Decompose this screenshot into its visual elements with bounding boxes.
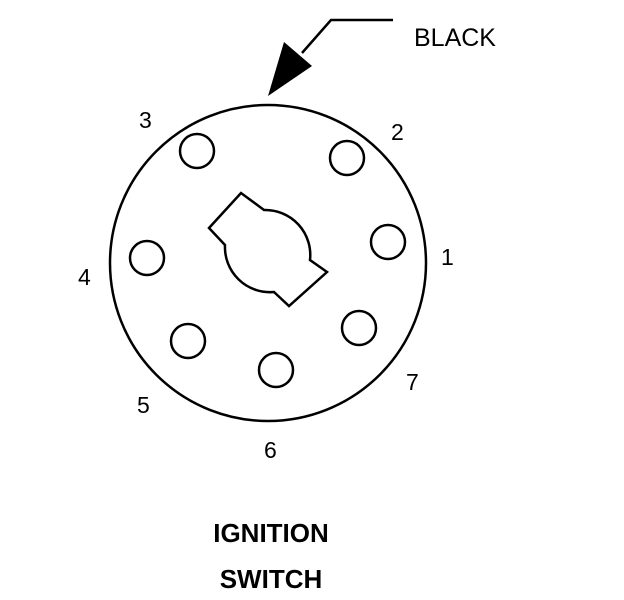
- black-wire-arrowhead: [268, 42, 312, 96]
- terminal-hole-5: [169, 322, 207, 360]
- caption-line-1: IGNITION: [213, 518, 329, 548]
- caption-line-2: SWITCH: [220, 564, 323, 594]
- terminal-hole-3: [178, 132, 216, 170]
- pin-label-3: 3: [139, 107, 152, 133]
- pin-label-7: 7: [406, 369, 419, 395]
- pin-label-2: 2: [391, 119, 404, 145]
- pin-label-5: 5: [137, 392, 150, 418]
- pin-label-4: 4: [78, 264, 91, 290]
- terminal-hole-1: [369, 223, 407, 261]
- terminal-hole-7: [340, 309, 378, 347]
- wire-color-label: BLACK: [414, 24, 496, 52]
- terminal-hole-6: [257, 351, 295, 389]
- terminal-hole-2: [328, 139, 366, 177]
- center-keyed-shaft: [207, 191, 330, 308]
- terminal-hole-4: [128, 239, 166, 277]
- pin-label-6: 6: [264, 437, 277, 463]
- pin-label-1: 1: [441, 244, 454, 270]
- black-wire-leader-line: [301, 18, 393, 54]
- switch-body-outline: [108, 103, 428, 423]
